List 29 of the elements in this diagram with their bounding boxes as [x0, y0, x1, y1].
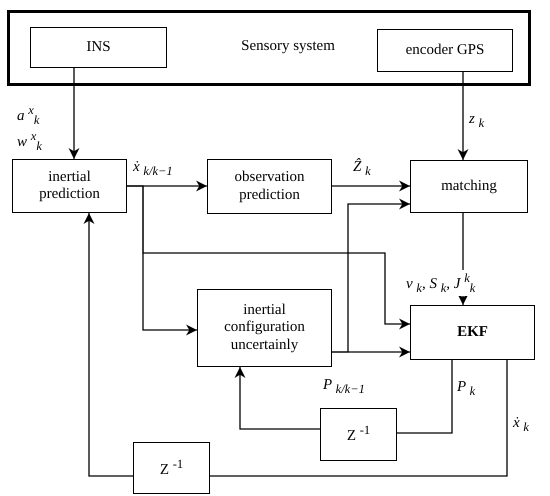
box-label: Z $^{-1}$: [346, 423, 372, 446]
process-box: [133, 442, 210, 494]
process-box: [377, 29, 513, 72]
connector-line: [397, 360, 453, 434]
arrow: [234, 367, 320, 430]
connector-line: [210, 360, 508, 477]
process-box: [410, 160, 528, 213]
arrow: [332, 346, 410, 358]
process-box: [30, 27, 167, 68]
box-label: encoder GPS: [404, 42, 486, 60]
process-box: [410, 305, 535, 360]
box-label: inertial prediction: [38, 168, 101, 204]
system-container: [7, 10, 531, 86]
box-label: observation prediction: [234, 169, 306, 204]
box-label: Z $^{-1}$: [158, 456, 184, 480]
arrow: [84, 213, 133, 477]
process-box: [320, 408, 397, 461]
arrow: [68, 68, 80, 159]
box-label: INS: [85, 38, 112, 56]
arrow: [127, 185, 410, 330]
process-box: [12, 159, 127, 213]
box-label: EKF: [456, 324, 489, 342]
arrow: [332, 180, 410, 192]
box-label: matching: [440, 178, 498, 196]
box-label: Sensory system: [240, 38, 336, 56]
process-box: [207, 159, 332, 214]
process-box: [197, 289, 332, 367]
box-label: inertial configuration uncertainly: [223, 302, 306, 354]
arrow: [458, 72, 468, 160]
